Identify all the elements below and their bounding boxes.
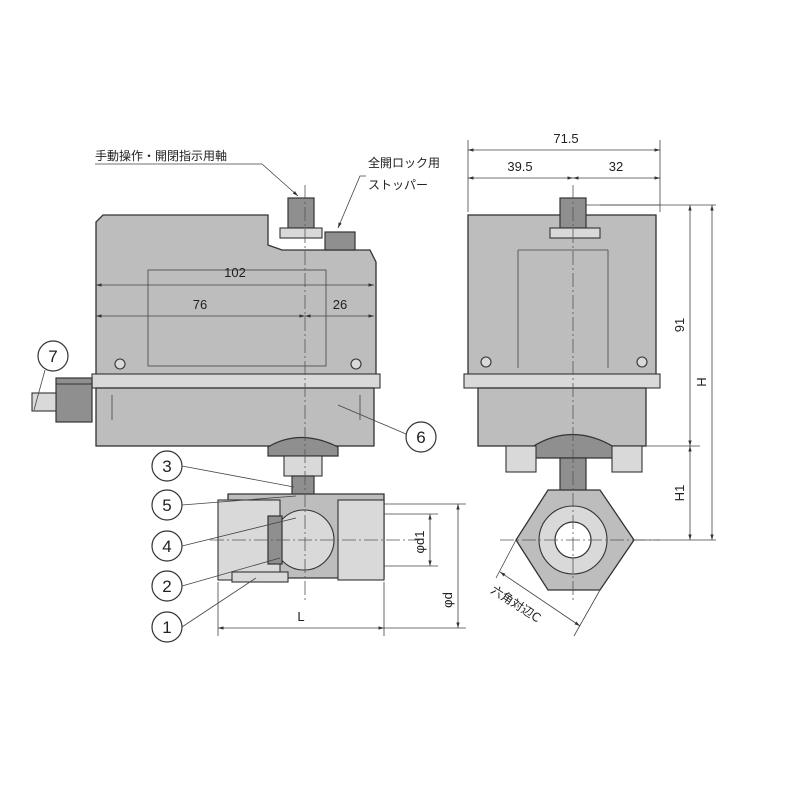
side-bolt-left	[505, 445, 537, 473]
front-actuator-housing	[95, 214, 377, 379]
dim-76: 76	[193, 297, 207, 312]
front-dimensions: 102 76 26 L φd1 φd	[96, 265, 466, 636]
svg-text:1: 1	[162, 618, 171, 637]
dim-71-5: 71.5	[553, 131, 578, 146]
front-stopper	[324, 231, 356, 251]
callout-7: 7	[33, 340, 69, 411]
front-annotations: 手動操作・開閉指示用軸 全開ロック用 ストッパー	[95, 148, 440, 229]
side-screw-right	[636, 356, 648, 368]
svg-text:3: 3	[162, 457, 171, 476]
svg-text:7: 7	[48, 347, 57, 366]
side-inner-panel	[517, 249, 609, 368]
dim-32: 32	[609, 159, 623, 174]
callout-6: 6	[337, 404, 437, 453]
callout-4: 4	[151, 517, 297, 562]
side-bolt-right	[611, 445, 643, 473]
dim-H1: H1	[672, 485, 687, 502]
front-cable-gland	[55, 377, 93, 423]
label-manual-shaft: 手動操作・開閉指示用軸	[95, 148, 227, 163]
front-base-ribs	[111, 395, 361, 420]
label-hex-c: 六角対辺C	[488, 583, 543, 625]
front-actuator-base	[95, 387, 375, 447]
dim-91: 91	[672, 318, 687, 332]
label-stopper-2: ストッパー	[368, 178, 428, 192]
side-view	[463, 185, 661, 600]
side-actuator-housing	[467, 214, 657, 378]
callout-2: 2	[151, 557, 281, 602]
svg-text:4: 4	[162, 537, 171, 556]
side-flange	[463, 373, 661, 389]
dim-phi-d: φd	[440, 592, 455, 608]
svg-text:2: 2	[162, 577, 171, 596]
front-actuator-flange	[91, 373, 381, 389]
callout-1: 1	[151, 577, 257, 643]
label-stopper-1: 全開ロック用	[368, 155, 440, 170]
front-shaft-collar	[279, 227, 323, 239]
side-screw-left	[480, 356, 492, 368]
front-screw-right	[350, 358, 362, 370]
dim-102: 102	[224, 265, 246, 280]
callout-3: 3	[151, 450, 295, 488]
svg-text:6: 6	[416, 428, 425, 447]
dim-phi-d1: φd1	[412, 531, 427, 554]
dim-H: H	[694, 377, 709, 386]
front-bonnet	[267, 437, 339, 457]
front-base-foot	[231, 571, 289, 583]
dim-26: 26	[333, 297, 347, 312]
callout-5: 5	[151, 489, 297, 521]
front-cable	[31, 392, 57, 412]
dim-L: L	[297, 609, 304, 624]
svg-text:5: 5	[162, 496, 171, 515]
front-manual-shaft	[287, 197, 315, 229]
front-inner-panel	[147, 269, 327, 367]
side-shaft-collar	[549, 227, 601, 239]
front-screw-left	[114, 358, 126, 370]
dim-39-5: 39.5	[507, 159, 532, 174]
front-stem-nut	[283, 455, 323, 477]
front-view	[31, 185, 420, 600]
